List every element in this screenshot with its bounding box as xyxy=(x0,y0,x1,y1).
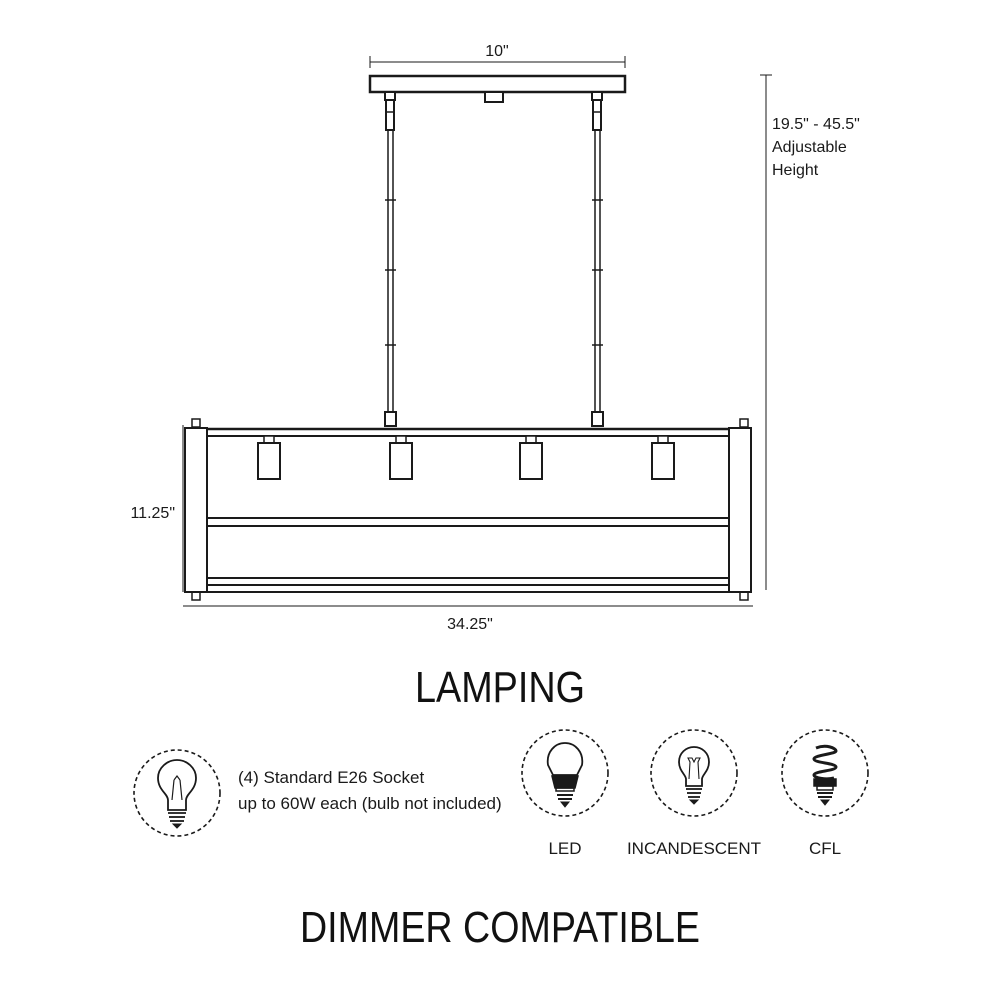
suspension-rod-right xyxy=(591,91,604,427)
canopy-width-label: 10" xyxy=(485,43,508,60)
socket-2 xyxy=(389,435,413,480)
incandescent-label: INCANDESCENT xyxy=(627,839,761,858)
standard-bulb-icon xyxy=(133,749,221,837)
incandescent-bulb-icon xyxy=(650,729,738,817)
canopy xyxy=(368,74,627,103)
dimmer-compatible-title: DIMMER COMPATIBLE xyxy=(300,903,700,952)
led-bulb-icon xyxy=(521,729,609,817)
height-dimension xyxy=(760,74,772,590)
cfl-bulb-icon xyxy=(781,729,869,817)
height-label-line2: Adjustable xyxy=(772,139,847,156)
socket-spec-line1: (4) Standard E26 Socket xyxy=(238,768,424,787)
led-label: LED xyxy=(548,839,581,858)
height-label-line3: Height xyxy=(772,162,819,179)
fixture-height-label: 11.25" xyxy=(130,505,175,522)
socket-spec-line2: up to 60W each (bulb not included) xyxy=(238,794,502,813)
socket-3 xyxy=(519,435,543,480)
socket-1 xyxy=(257,435,281,480)
fixture-frame xyxy=(184,418,752,601)
height-label-line1: 19.5" - 45.5" xyxy=(772,116,860,133)
fixture-drawing xyxy=(182,56,772,607)
socket-4 xyxy=(651,435,675,480)
fixture-width-label: 34.25" xyxy=(447,616,493,633)
canopy-width-dimension xyxy=(369,56,626,68)
suspension-rod-left xyxy=(384,91,397,427)
cfl-label: CFL xyxy=(809,839,841,858)
lamping-title: LAMPING xyxy=(415,663,585,712)
